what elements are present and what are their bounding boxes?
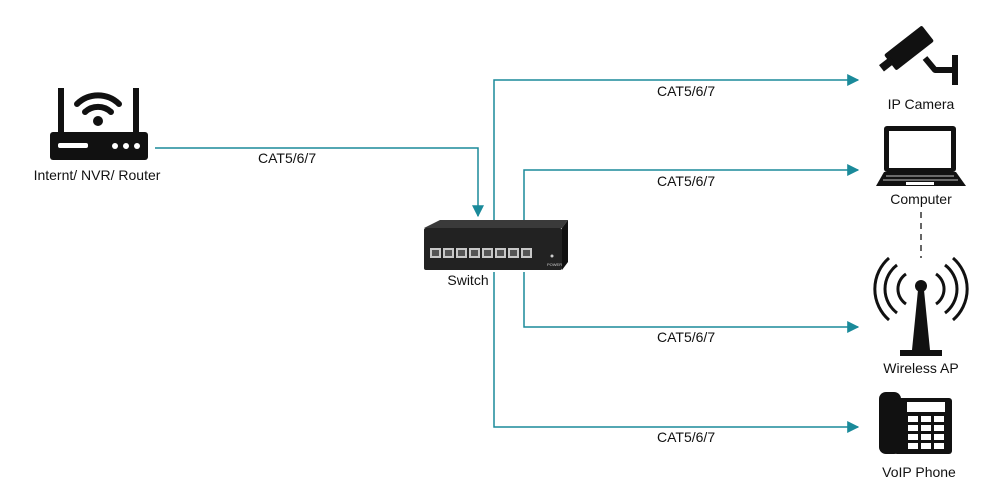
cable-router-to-switch [155,147,484,218]
cable-label-switch-to-computer: CAT5/6/7 [657,173,715,189]
voip-phone-label: VoIP Phone [882,464,956,480]
switch-port-socket [510,250,517,256]
phone-key [934,425,944,431]
phone-key [934,416,944,422]
wireless-ap-icon [873,256,969,356]
phone-key [908,416,918,422]
cable-label-switch-to-camera: CAT5/6/7 [657,83,715,99]
phone-key [921,443,931,449]
cable-switch-to-ap [523,272,860,333]
laptop-icon [876,126,966,186]
phone-key [921,425,931,431]
cable-switch-to-phone [493,272,860,433]
ip-camera-label: IP Camera [888,96,955,112]
cable-switch-to-camera [493,74,860,222]
switch-port-row [430,248,532,258]
ip-camera-icon [879,26,958,85]
switch-port-socket [445,250,452,256]
phone-key [934,434,944,440]
cable-label-switch-to-ap: CAT5/6/7 [657,329,715,345]
phone-key [934,443,944,449]
switch-port-socket [458,250,465,256]
switch-port-socket [523,250,530,256]
phone-key [908,425,918,431]
router-label: Internt/ NVR/ Router [34,167,161,183]
phone-key [921,416,931,422]
network-switch-icon: POWER [424,220,568,270]
phone-key [921,434,931,440]
phone-key [908,443,918,449]
cables [155,74,860,433]
voip-phone-icon [879,392,952,454]
cable-label-switch-to-phone: CAT5/6/7 [657,429,715,445]
wifi-router-icon [50,88,148,160]
cable-label-router-to-switch: CAT5/6/7 [258,150,316,166]
wireless-ap-label: Wireless AP [883,360,958,376]
switch-label: Switch [447,272,488,288]
switch-power-label: POWER [547,262,562,267]
switch-port-socket [484,250,491,256]
phone-keypad [908,416,944,449]
phone-key [908,434,918,440]
switch-port-socket [497,250,504,256]
computer-label: Computer [890,191,952,207]
cable-switch-to-computer [523,164,860,222]
switch-port-socket [432,250,439,256]
switch-port-socket [471,250,478,256]
